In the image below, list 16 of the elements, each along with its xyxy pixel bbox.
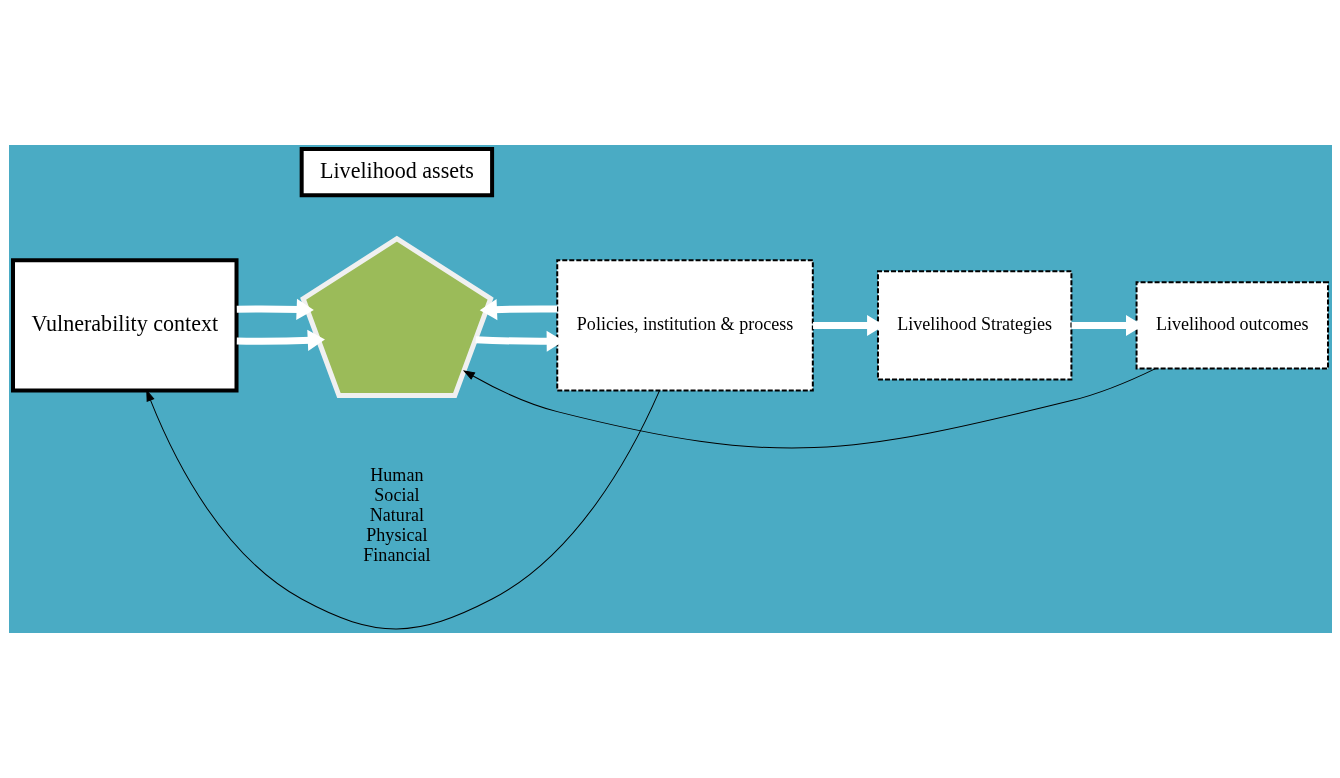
node-box: Livelihood Strategies (876, 270, 1072, 381)
arrow (236, 298, 314, 320)
node-label: Social (373, 485, 419, 506)
arrow (463, 368, 1156, 449)
node-label: Human (369, 465, 423, 486)
node-pentagon (299, 235, 494, 399)
arrow (479, 299, 557, 321)
arrow (145, 390, 660, 630)
node-label: Natural (369, 505, 424, 526)
node-box: Vulnerability context (10, 258, 239, 393)
node-box: Livelihood assets (299, 147, 494, 198)
node-box: Livelihood outcomes (1135, 281, 1329, 370)
arrow (236, 329, 325, 351)
node-label: Financial (362, 545, 430, 566)
node-box: Policies, institution & process (555, 259, 814, 392)
node-label: Physical (365, 525, 427, 546)
